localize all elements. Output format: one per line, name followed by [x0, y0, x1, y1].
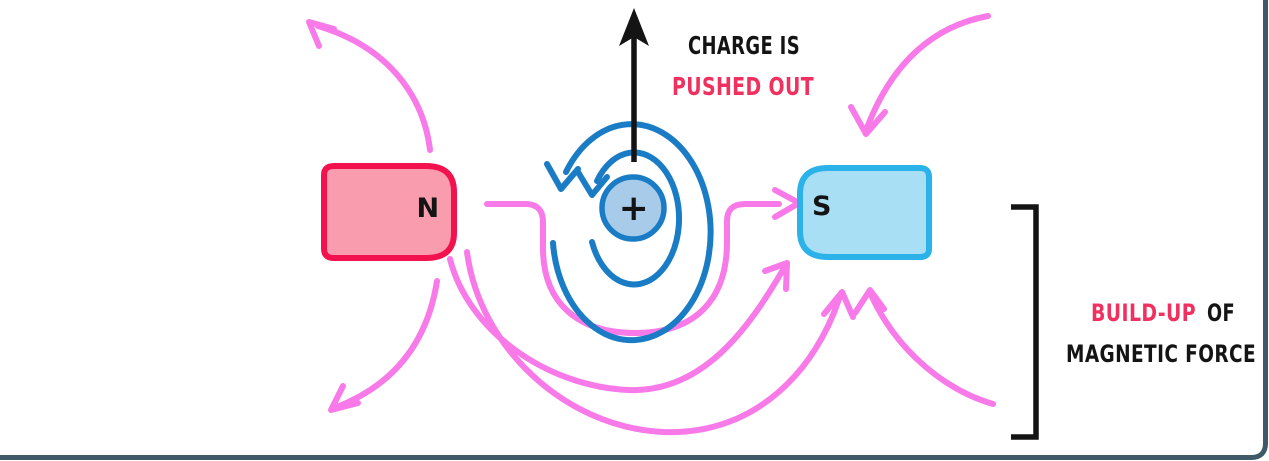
arrowhead-top-right-icon — [848, 104, 888, 137]
magnet-north — [321, 163, 457, 261]
bracket — [1011, 204, 1039, 440]
caption-build-up: BUILD-UP — [1091, 299, 1196, 327]
field-line-center — [484, 201, 782, 336]
circulation-arrow-outer-icon — [544, 161, 581, 192]
arrowhead-lower-outer-icon — [821, 289, 856, 320]
arrowhead-bottom-right-icon — [852, 287, 887, 316]
circulation-loop-inner — [589, 149, 683, 288]
magnet-north-label: N — [416, 193, 439, 224]
field-lines — [306, 13, 996, 436]
field-line-top-left — [315, 23, 433, 153]
force-arrowhead-icon — [619, 8, 649, 46]
charge-circulation-loops — [544, 121, 714, 344]
arrowhead-bottom-left-icon — [328, 383, 361, 413]
circulation-loop-outer — [550, 121, 714, 344]
caption-magnetic-force: MAGNETIC FORCE — [1066, 340, 1256, 368]
magnet-south-label: S — [812, 191, 832, 222]
field-line-bottom-right — [869, 294, 996, 407]
arrowhead-lower-inner-icon — [762, 260, 790, 292]
field-line-lower-outer — [464, 249, 842, 436]
caption-charge-is: CHARGE IS — [688, 31, 800, 60]
magnet-south — [797, 165, 932, 260]
force-arrow-up — [619, 8, 649, 162]
caption-pushed-out: PUSHED OUT — [672, 72, 814, 101]
caption-of: OF — [1207, 299, 1235, 327]
positive-charge — [599, 174, 667, 242]
arrowhead-top-left-icon — [306, 19, 337, 49]
circulation-arrow-inner-icon — [575, 169, 610, 198]
field-line-lower-inner — [447, 256, 787, 394]
field-line-bottom-left — [334, 278, 440, 410]
field-line-top-right — [864, 13, 991, 131]
positive-charge-label: + — [619, 188, 650, 229]
